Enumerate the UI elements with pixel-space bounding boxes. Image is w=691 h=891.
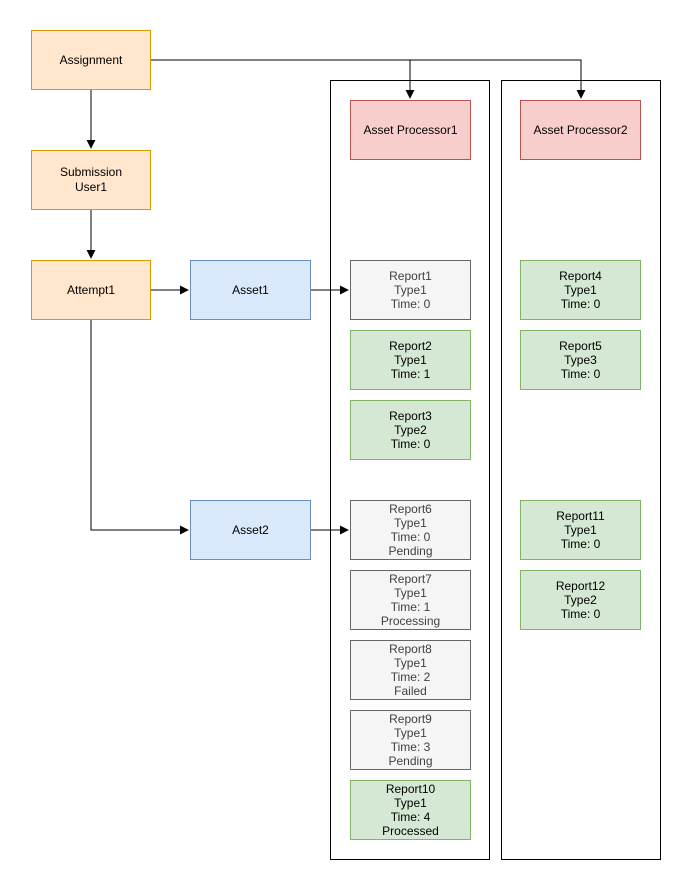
report7-node: Report7 Type1 Time: 1 Processing — [350, 570, 471, 630]
report-name: Report7 — [389, 572, 432, 586]
attempt1-label: Attempt1 — [66, 282, 116, 297]
report-type: Type3 — [564, 353, 597, 367]
report11-node: Report11 Type1 Time: 0 — [520, 500, 641, 560]
report3-node: Report3 Type2 Time: 0 — [350, 400, 471, 460]
submission-label: Submission User1 — [59, 165, 123, 194]
report-time: Time: 3 — [390, 740, 431, 754]
report-type: Type1 — [564, 523, 597, 537]
report-time: Time: 0 — [390, 530, 431, 544]
report-type: Type1 — [394, 726, 427, 740]
report-name: Report1 — [389, 269, 432, 283]
report-time: Time: 4 — [390, 810, 431, 824]
processor1-label: Asset Processor1 — [363, 122, 458, 137]
report-time: Time: 0 — [560, 537, 601, 551]
report-time: Time: 0 — [560, 607, 601, 621]
report-status: Pending — [388, 754, 433, 768]
assignment-label: Assignment — [59, 52, 123, 67]
processor2-lane — [501, 80, 661, 860]
report-name: Report11 — [556, 509, 605, 523]
report-type: Type2 — [564, 593, 597, 607]
report-time: Time: 2 — [390, 670, 431, 684]
report-type: Type1 — [394, 586, 427, 600]
report-status: Processed — [382, 824, 439, 838]
report-time: Time: 1 — [390, 600, 431, 614]
report-name: Report4 — [559, 269, 602, 283]
report-time: Time: 0 — [390, 297, 431, 311]
asset1-label: Asset1 — [232, 282, 269, 297]
report-type: Type1 — [564, 283, 597, 297]
edge-attempt1-asset2 — [90, 320, 189, 535]
report-time: Time: 0 — [390, 437, 431, 451]
report-name: Report3 — [389, 409, 432, 423]
report-name: Report9 — [389, 712, 432, 726]
asset2-label: Asset2 — [232, 522, 269, 537]
report1-node: Report1 Type1 Time: 0 — [350, 260, 471, 320]
assignment-node: Assignment — [31, 30, 151, 90]
report-status: Failed — [394, 684, 427, 698]
attempt1-node: Attempt1 — [31, 260, 151, 320]
report-time: Time: 0 — [560, 367, 601, 381]
report-name: Report8 — [389, 642, 432, 656]
report10-node: Report10 Type1 Time: 4 Processed — [350, 780, 471, 840]
report9-node: Report9 Type1 Time: 3 Pending — [350, 710, 471, 770]
report-type: Type1 — [394, 353, 427, 367]
report-status: Pending — [388, 544, 433, 558]
report-status: Processing — [380, 614, 441, 628]
report-time: Time: 1 — [390, 367, 431, 381]
submission-node: Submission User1 — [31, 150, 151, 210]
report4-node: Report4 Type1 Time: 0 — [520, 260, 641, 320]
report-type: Type1 — [394, 796, 427, 810]
report-type: Type2 — [394, 423, 427, 437]
report-name: Report5 — [559, 339, 602, 353]
report8-node: Report8 Type1 Time: 2 Failed — [350, 640, 471, 700]
report5-node: Report5 Type3 Time: 0 — [520, 330, 641, 390]
report-type: Type1 — [394, 283, 427, 297]
processor2-label: Asset Processor2 — [533, 122, 628, 137]
asset2-node: Asset2 — [190, 500, 311, 560]
processor2-node: Asset Processor2 — [520, 100, 641, 160]
report-name: Report12 — [555, 579, 606, 593]
report-name: Report2 — [389, 339, 432, 353]
report-time: Time: 0 — [560, 297, 601, 311]
report-type: Type1 — [394, 516, 427, 530]
report-name: Report10 — [385, 782, 436, 796]
report-type: Type1 — [394, 656, 427, 670]
asset1-node: Asset1 — [190, 260, 311, 320]
processor1-node: Asset Processor1 — [350, 100, 471, 160]
report-name: Report6 — [389, 502, 432, 516]
report12-node: Report12 Type2 Time: 0 — [520, 570, 641, 630]
report2-node: Report2 Type1 Time: 1 — [350, 330, 471, 390]
report6-node: Report6 Type1 Time: 0 Pending — [350, 500, 471, 560]
